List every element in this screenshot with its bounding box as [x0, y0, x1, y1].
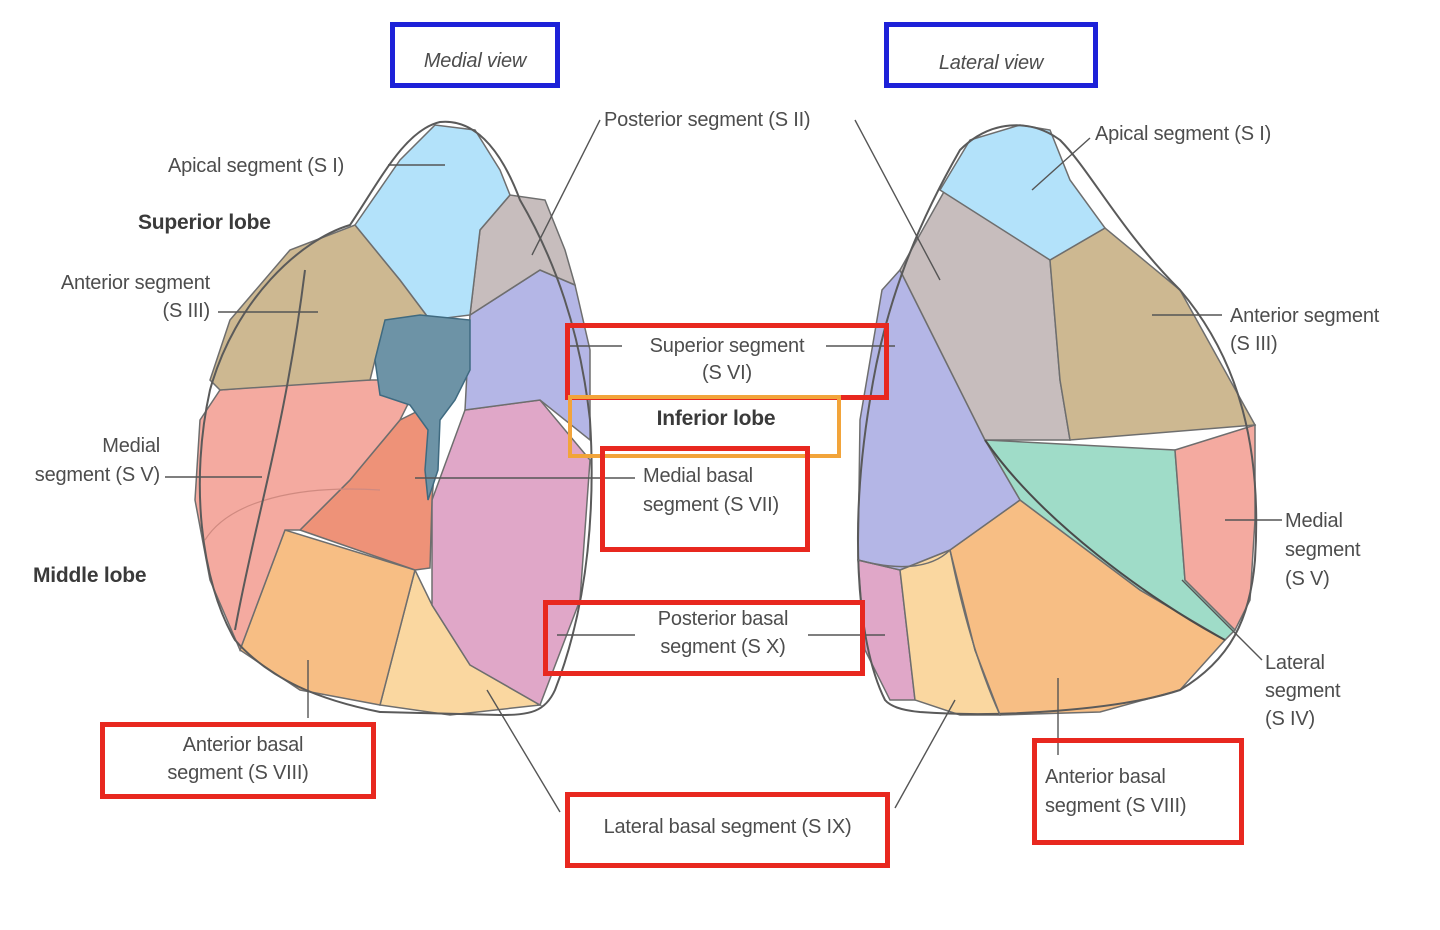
anterior-basal-right-label-2: segment (S VIII) [1045, 795, 1187, 817]
anterior-right-label-1: Anterior segment [1230, 305, 1380, 327]
seg-posterior-left [469, 194, 577, 317]
leader-posterior-right [854, 119, 941, 281]
posterior-basal-box [543, 600, 865, 676]
leader-lateral-segment [1181, 579, 1263, 661]
medial-basal-label-2: segment (S VII) [643, 494, 779, 516]
medial-basal-box [600, 446, 810, 552]
medial-right-label-2: segment [1285, 539, 1361, 561]
left-lung-outline [198, 120, 593, 717]
leader-lateral-basal-left [486, 689, 561, 813]
anterior-basal-right-box [1032, 738, 1244, 845]
lateral-view-box [884, 22, 1098, 88]
lateral-basal-box [565, 792, 890, 868]
apical-right-label: Apical segment (S I) [1095, 123, 1272, 145]
left-lung-medial [194, 120, 593, 717]
medial-view-box [390, 22, 560, 88]
posterior-basal-label-1: Posterior basal [657, 608, 789, 630]
inferior-lobe-label: Inferior lobe [656, 407, 776, 430]
anterior-right-label-2: (S III) [1230, 333, 1278, 355]
middle-lobe-label: Middle lobe [33, 564, 147, 587]
medial-right-label-1: Medial [1285, 510, 1343, 532]
medial-view-label: Medial view [423, 50, 527, 72]
hilum-left [374, 314, 471, 501]
posterior-label: Posterior segment (S II) [604, 109, 811, 131]
right-lung-lateral [857, 124, 1258, 716]
lateral-view-label: Lateral view [938, 52, 1044, 74]
superior-segment-label-1: Superior segment [649, 335, 805, 357]
lateral-basal-label: Lateral basal segment (S IX) [603, 816, 852, 838]
medial-basal-label-1: Medial basal [643, 465, 753, 487]
anterior-basal-right-label-1: Anterior basal [1045, 766, 1166, 788]
inferior-lobe-box [568, 395, 841, 458]
lateral-segment-label-3: (S IV) [1265, 708, 1315, 730]
seg-apical-right [938, 124, 1107, 261]
leader-posterior-left [531, 119, 601, 256]
right-lung-outline [857, 124, 1258, 715]
leader-apical-right [1031, 137, 1091, 191]
anterior-left-label-1: Anterior segment [60, 272, 210, 294]
anterior-left-label-2: (S III) [162, 300, 211, 322]
seg-apical-left [354, 124, 511, 321]
lateral-segment-label-1: Lateral [1265, 652, 1325, 674]
leader-lateral-basal-right [894, 699, 956, 809]
lateral-segment-label-2: segment [1265, 680, 1341, 702]
anterior-basal-left-label-1: Anterior basal [182, 734, 304, 756]
leader-lines [165, 119, 1282, 813]
superior-lobe-label: Superior lobe [138, 211, 271, 234]
anterior-basal-left-label-2: segment (S VIII) [167, 762, 309, 784]
superior-segment-label-2: (S VI) [702, 362, 752, 384]
medial-left-label-2: segment (S V) [34, 464, 160, 486]
medial-left-label-1: Medial [102, 435, 160, 457]
seg-anterior-right [1049, 227, 1257, 441]
anterior-basal-left-box [100, 722, 376, 799]
posterior-basal-label-2: segment (S X) [660, 636, 786, 658]
medial-right-label-3: (S V) [1285, 568, 1330, 590]
apical-left-label: Apical segment (S I) [168, 155, 345, 177]
